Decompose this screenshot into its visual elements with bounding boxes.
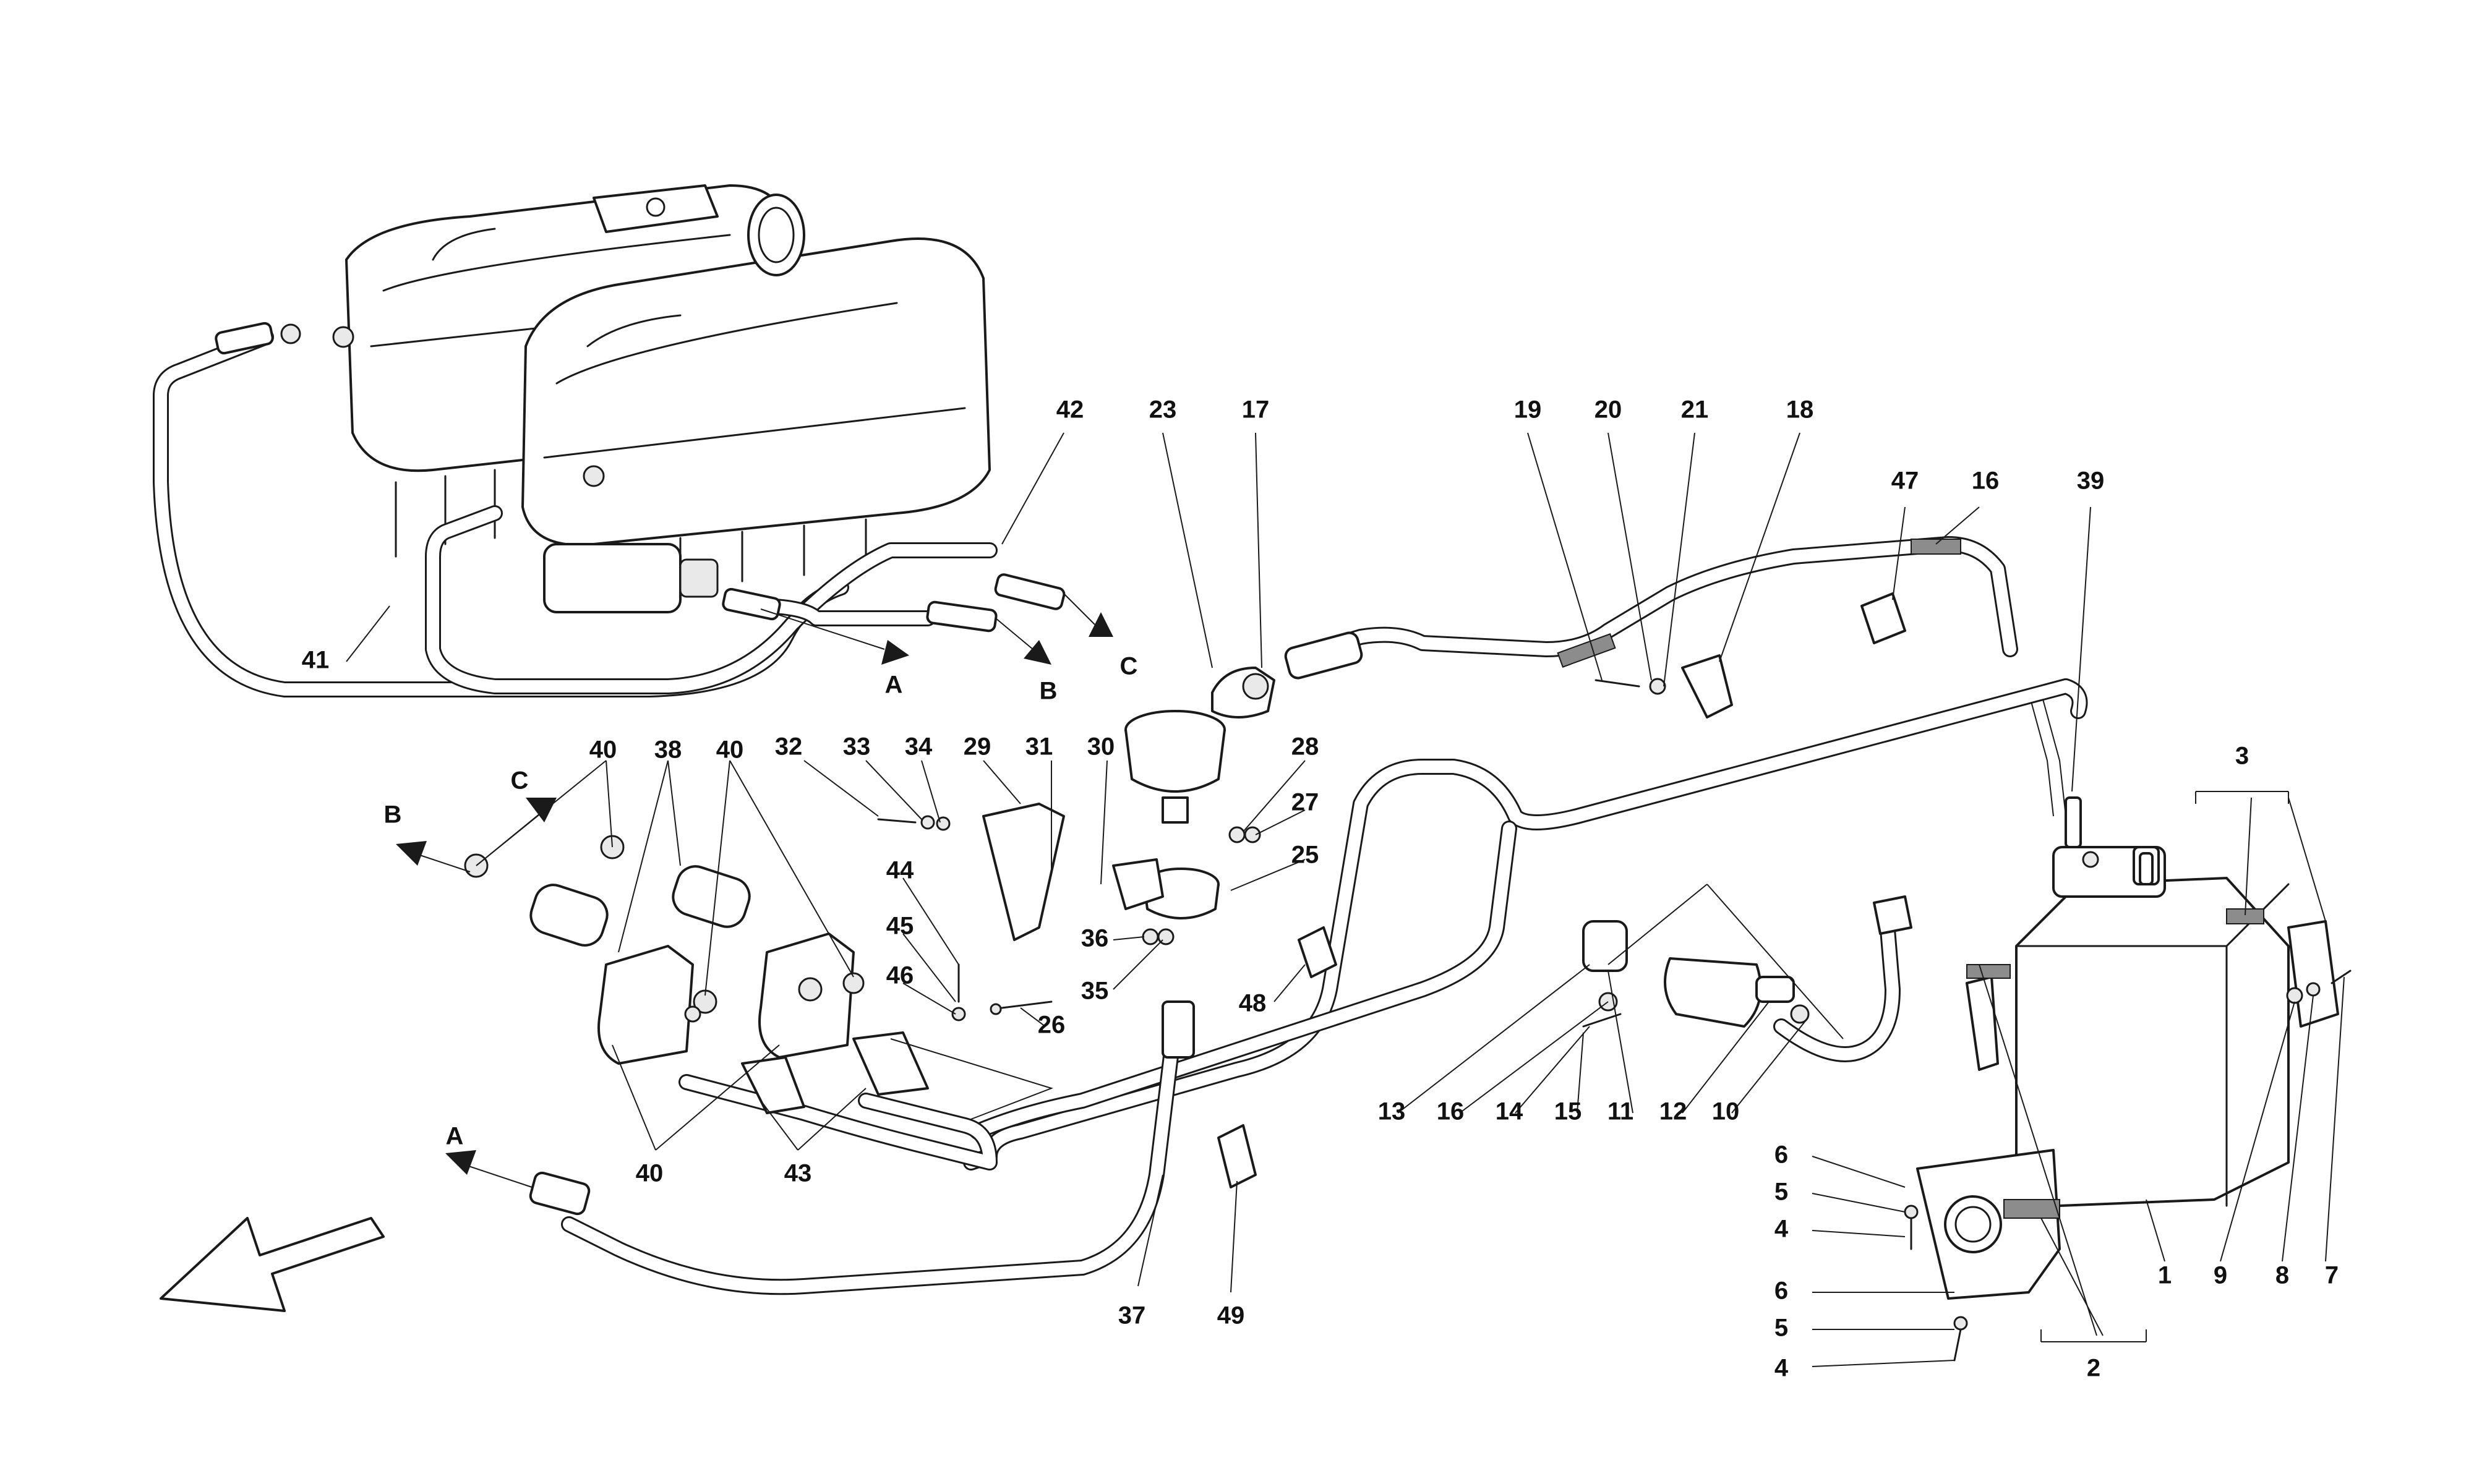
callout-14: 14	[1496, 1098, 1523, 1125]
connector-letter-c-top: C	[1120, 653, 1138, 680]
callout-7: 7	[2325, 1262, 2339, 1289]
leader-lines	[346, 432, 2345, 1367]
callout-18: 17	[1242, 396, 1270, 424]
callout-20: 19	[1514, 396, 1542, 424]
callout-4-a: 4	[1774, 1216, 1789, 1243]
callout-26: 27	[1291, 789, 1319, 816]
callout-16: 16	[1437, 1098, 1465, 1125]
callout-41: 41	[302, 647, 330, 674]
charcoal-canister-icon	[1904, 796, 2352, 1362]
callout-27: 28	[1291, 733, 1319, 761]
callout-4-b: 4	[1774, 1355, 1789, 1382]
callout-19: 18	[1786, 396, 1814, 424]
callout-28: 29	[964, 733, 991, 761]
callout-43: 43	[784, 1160, 812, 1187]
callout-3: 3	[2235, 743, 2249, 770]
callout-32: 33	[843, 733, 871, 761]
callout-17: 16	[1972, 467, 2000, 495]
callout-47: 47	[1891, 467, 1919, 495]
callout-34: 35	[1081, 978, 1109, 1005]
callout-13: 13	[1378, 1098, 1406, 1125]
engine-intake-plenum-icon	[332, 184, 991, 595]
callout-40-b: 40	[716, 736, 744, 764]
callout-40-a: 40	[589, 736, 617, 764]
callout-44: 44	[886, 857, 914, 884]
callout-45: 45	[886, 913, 914, 940]
callout-33: 34	[905, 733, 933, 761]
callout-22: 21	[1681, 396, 1709, 424]
connector-letter-b-left: B	[384, 801, 402, 829]
orientation-arrow-icon	[160, 1217, 385, 1312]
callout-29: 30	[1087, 733, 1115, 761]
connector-letter-b-top: B	[1040, 678, 1058, 705]
callout-5-b: 5	[1774, 1315, 1788, 1342]
callout-10: 10	[1712, 1098, 1740, 1125]
callout-2: 2	[2087, 1355, 2100, 1382]
callout-21: 20	[1594, 396, 1622, 424]
hose-network	[153, 329, 2088, 1295]
callout-48: 48	[1239, 990, 1267, 1017]
callout-1: 1	[2158, 1262, 2172, 1289]
callout-25: 26	[1038, 1012, 1066, 1039]
callout-24: 25	[1291, 842, 1319, 869]
callout-35: 36	[1081, 925, 1109, 952]
callout-6-a: 6	[1774, 1141, 1788, 1169]
callout-12: 12	[1659, 1098, 1687, 1125]
connector-letter-c-left: C	[511, 767, 529, 795]
callout-8: 8	[2275, 1262, 2289, 1289]
callout-31: 32	[775, 733, 803, 761]
connector-arrows	[396, 593, 1113, 1216]
connector-letter-a-top: A	[885, 672, 903, 699]
callout-labels: 41 42 23 17 19 20 21 18 47 16 39 3 32 33…	[302, 396, 2339, 1382]
callout-9: 9	[2214, 1262, 2227, 1289]
callout-36: 37	[1118, 1302, 1146, 1329]
callout-37: 39	[2077, 467, 2105, 495]
callout-42: 42	[1056, 396, 1084, 424]
callout-39: 40	[636, 1160, 664, 1187]
callout-49: 49	[1217, 1302, 1245, 1329]
callout-6-b: 6	[1774, 1277, 1788, 1305]
callout-11: 11	[1607, 1098, 1633, 1125]
callout-46: 46	[886, 962, 914, 989]
callout-30: 31	[1025, 733, 1053, 761]
connector-letter-a-left: A	[446, 1123, 464, 1150]
callout-15: 15	[1554, 1098, 1582, 1125]
callout-38: 38	[654, 736, 682, 764]
callout-23: 23	[1149, 396, 1177, 424]
callout-5-a: 5	[1774, 1179, 1788, 1206]
connectors	[215, 322, 1912, 1188]
